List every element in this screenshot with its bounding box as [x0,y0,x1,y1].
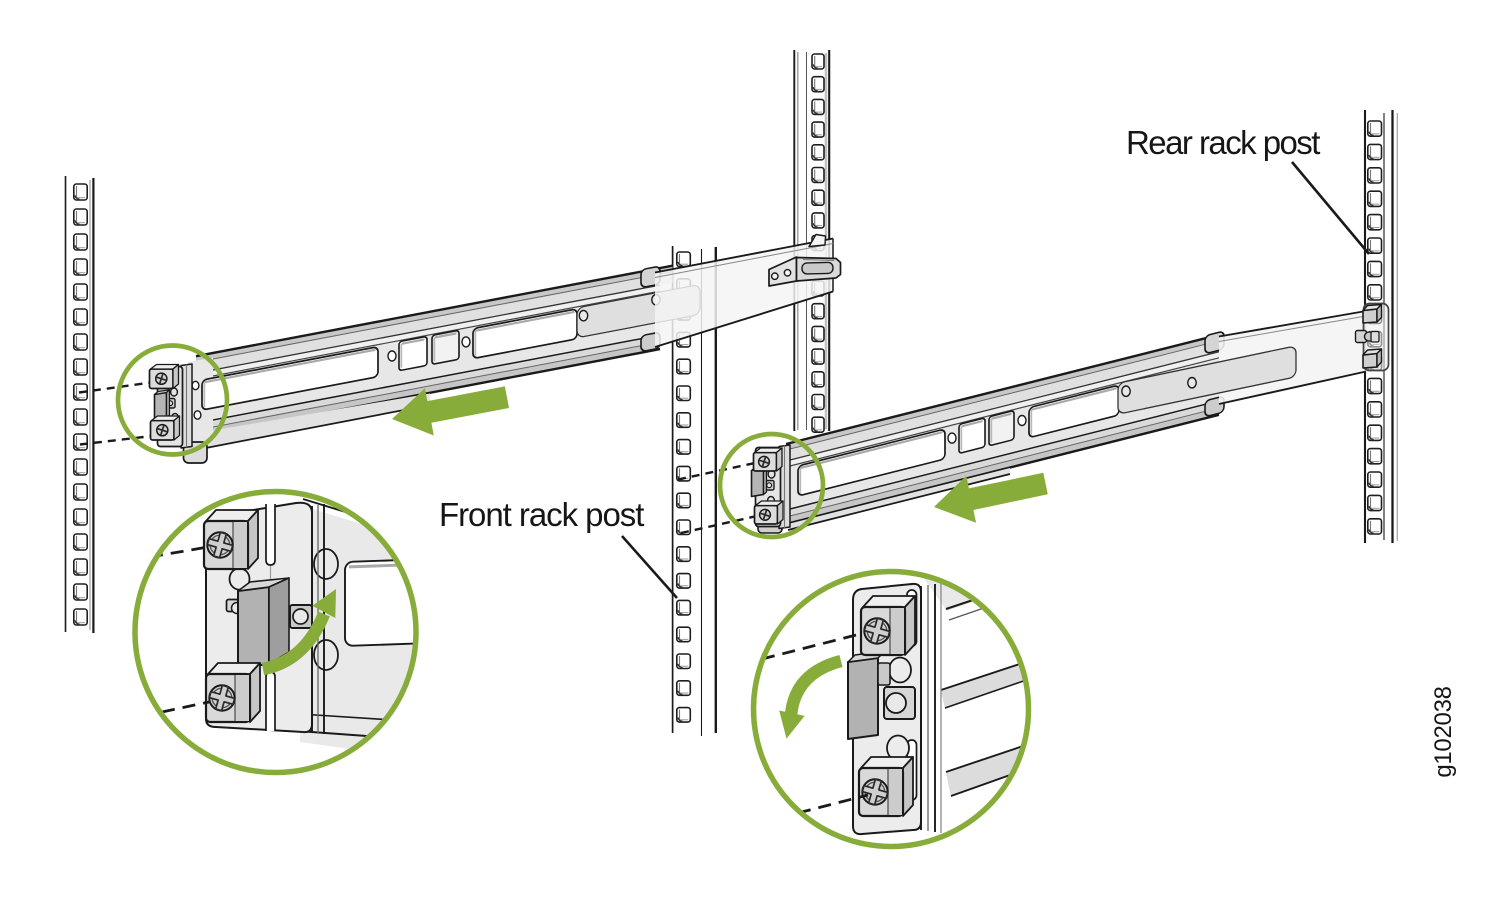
svg-text:Rear rack post: Rear rack post [1126,124,1320,161]
svg-text:g102038: g102038 [1430,686,1457,777]
svg-text:Front rack post: Front rack post [439,496,644,533]
